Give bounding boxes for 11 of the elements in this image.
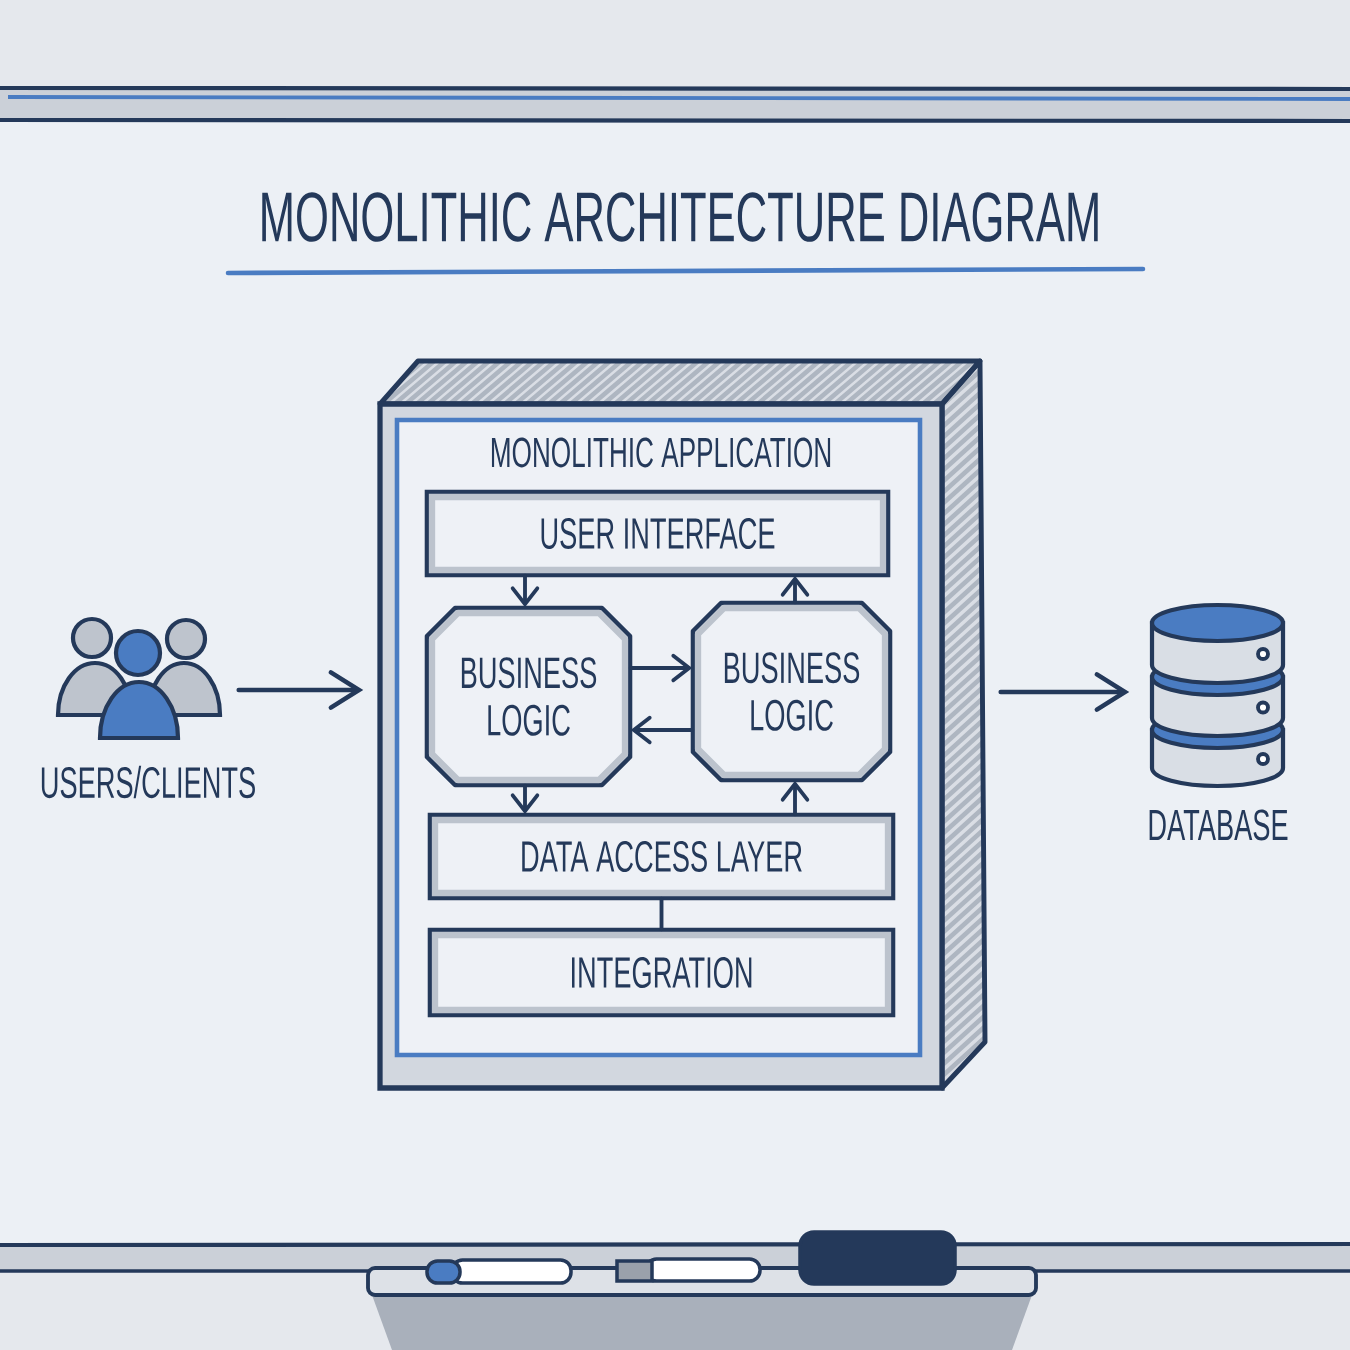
layer-box: INTEGRATION: [427, 927, 896, 1018]
title: MONOLITHIC ARCHITECTURE DIAGRAM: [262, 192, 1098, 242]
arrow: [236, 670, 364, 710]
node-label: USERS/CLIENTS: [41, 765, 255, 799]
arrow: [998, 672, 1130, 712]
connector-line: [659, 896, 664, 932]
octagon-box: BUSINESS LOGIC: [690, 600, 893, 783]
node-label: DATABASE: [1149, 809, 1288, 841]
layer-box: USER INTERFACE: [424, 489, 891, 578]
layer-box: DATA ACCESS LAYER: [427, 812, 896, 901]
octagon-box: BUSINESS LOGIC: [424, 605, 633, 788]
